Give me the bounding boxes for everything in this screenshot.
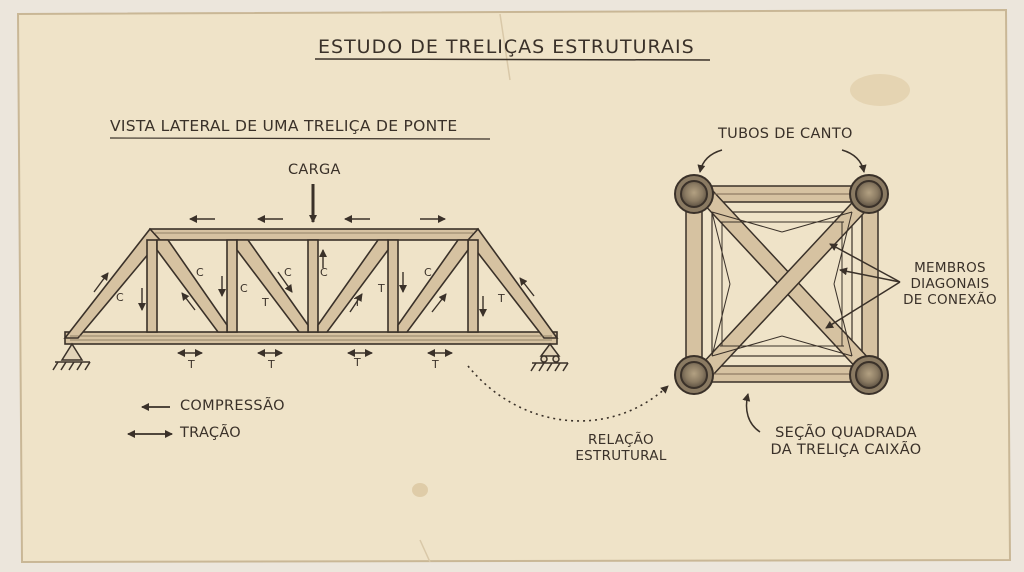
frame-right bbox=[861, 195, 879, 373]
paper-stain bbox=[412, 483, 428, 497]
section-line-1: SEÇÃO QUADRADA bbox=[775, 425, 917, 441]
top-chord bbox=[149, 228, 479, 241]
relation-arrow bbox=[467, 365, 669, 422]
tension-mark: T bbox=[188, 358, 195, 371]
compression-mark: C bbox=[196, 266, 204, 279]
diagonal-member bbox=[317, 239, 389, 333]
lacing-members bbox=[700, 193, 864, 375]
diagonal-member bbox=[236, 239, 309, 333]
vertical-member bbox=[387, 239, 399, 333]
diagonal-member bbox=[156, 239, 228, 333]
vertical-member bbox=[226, 239, 238, 333]
vertical-member bbox=[307, 239, 319, 333]
load-label: CARGA bbox=[288, 162, 341, 178]
tension-mark: T bbox=[262, 296, 269, 309]
tension-mark: T bbox=[354, 296, 361, 309]
diagonals-line-3: DE CONEXÃO bbox=[903, 292, 997, 309]
left-support bbox=[52, 342, 91, 371]
bottom-chord bbox=[64, 331, 558, 345]
side-view-underline bbox=[109, 137, 491, 140]
right-end-post bbox=[466, 227, 559, 339]
title-underline bbox=[314, 58, 711, 61]
corner-tubes-label: TUBOS DE CANTO bbox=[718, 126, 853, 142]
compression-mark: C bbox=[284, 266, 292, 279]
tension-mark: T bbox=[268, 358, 275, 371]
diagonals-line-2: DIAGONAIS bbox=[910, 276, 990, 293]
relation-line-2: ESTRUTURAL bbox=[575, 448, 667, 465]
diagonals-label: MEMBROS DIAGONAIS DE CONEXÃO bbox=[900, 260, 1000, 309]
relation-label: RELAÇÃO ESTRUTURAL bbox=[566, 432, 676, 464]
diagonals-line-1: MEMBROS bbox=[914, 260, 986, 276]
compression-mark: C bbox=[320, 266, 328, 279]
vertical-member bbox=[467, 239, 479, 333]
paper-stain bbox=[850, 74, 910, 106]
frame-left bbox=[685, 195, 703, 373]
compression-mark: C bbox=[424, 266, 432, 279]
vertical-member bbox=[146, 239, 158, 333]
bridge-truss bbox=[63, 227, 559, 345]
diagonal-member bbox=[397, 239, 469, 333]
section-line-2: DA TRELIÇA CAIXÃO bbox=[770, 442, 922, 459]
section-label: SEÇÃO QUADRADA DA TRELIÇA CAIXÃO bbox=[756, 425, 936, 460]
corner-tubes bbox=[674, 174, 889, 395]
legend-tension-label: TRAÇÃO bbox=[180, 425, 242, 441]
tension-mark: T bbox=[432, 358, 439, 371]
truss-hatching bbox=[70, 232, 552, 341]
side-view-title: VISTA LATERAL DE UMA TRELIÇA DE PONTE bbox=[110, 117, 458, 135]
tension-mark: T bbox=[354, 356, 361, 369]
force-arrows bbox=[93, 215, 535, 357]
right-support bbox=[530, 342, 569, 372]
page-title: ESTUDO DE TRELIÇAS ESTRUTURAIS bbox=[318, 36, 695, 58]
callout-arrows bbox=[697, 149, 901, 433]
relation-line-1: RELAÇÃO bbox=[588, 432, 654, 448]
paper-crease bbox=[419, 539, 431, 563]
tension-mark: T bbox=[378, 282, 385, 295]
compression-mark: C bbox=[240, 282, 248, 295]
compression-mark: C bbox=[116, 291, 124, 304]
paper-crease bbox=[499, 13, 511, 81]
inner-frame bbox=[711, 211, 853, 357]
tension-mark: T bbox=[498, 292, 505, 305]
legend-compression-label: COMPRESSÃO bbox=[180, 398, 285, 414]
